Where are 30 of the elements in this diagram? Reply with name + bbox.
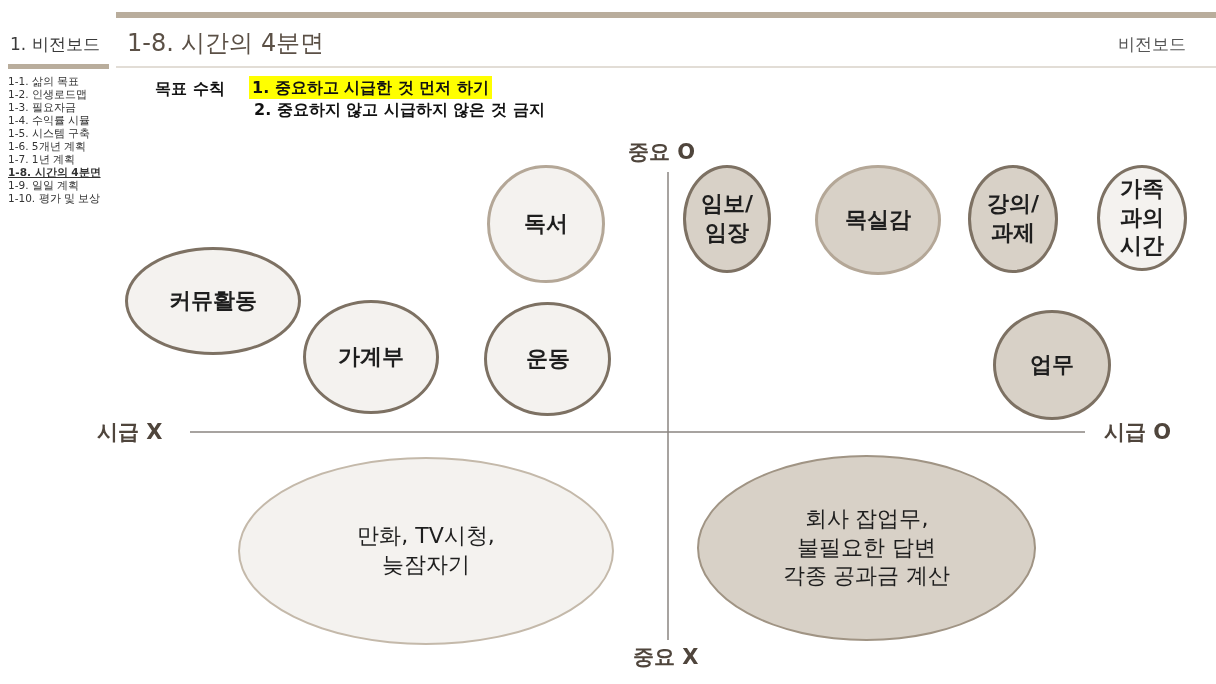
activity-text: 만화, TV시청, 늦잠자기 [356,522,496,579]
menu-item: 1-3. 필요자금 [8,101,76,114]
activity-text: 독서 [524,209,568,238]
header-label: 비전보드 [1118,34,1186,55]
menu-item: 1-5. 시스템 구축 [8,127,91,140]
axis-label: 중요 O [628,140,696,166]
section-label: 1. 비전보드 [10,34,100,55]
page-title: 1-8. 시간의 4분면 [127,29,325,58]
menu-item: 1-10. 평가 및 보상 [8,192,101,205]
axis-label: 시급 O [1104,420,1172,446]
activity-text: 커뮤활동 [169,286,257,315]
menu-item: 1-4. 수익률 시뮬 [8,114,91,127]
activity-text: 목실감 [845,205,911,234]
activity-text: 강의/ 과제 [985,190,1040,247]
rule-heading: 목표 수칙 [155,79,225,99]
activity-text: 업무 [1030,350,1074,379]
menu-item: 1-2. 인생로드맵 [8,88,87,101]
activity-text: 가족 과의 시간 [1119,175,1165,261]
menu-item: 1-9. 일일 계획 [8,179,80,192]
current-menu-item: 1-8. 시간의 4분면 [8,166,101,179]
activity-text: 운동 [525,344,570,373]
menu-item: 1-1. 삶의 목표 [8,75,80,88]
activity-text: 회사 잡업무, 불필요한 답변 각종 공과금 계산 [781,505,952,591]
activity-text: 가계부 [338,342,404,371]
menu-item: 1-7. 1년 계획 [8,153,75,166]
menu-item: 1-6. 5개년 계획 [8,140,86,153]
axis-label: 시급 X [97,420,163,446]
rule-text: 2. 중요하지 않고 시급하지 않은 것 금지 [254,100,545,120]
activity-text: 임보/ 임장 [699,190,754,247]
axis-label: 중요 X [633,645,699,671]
